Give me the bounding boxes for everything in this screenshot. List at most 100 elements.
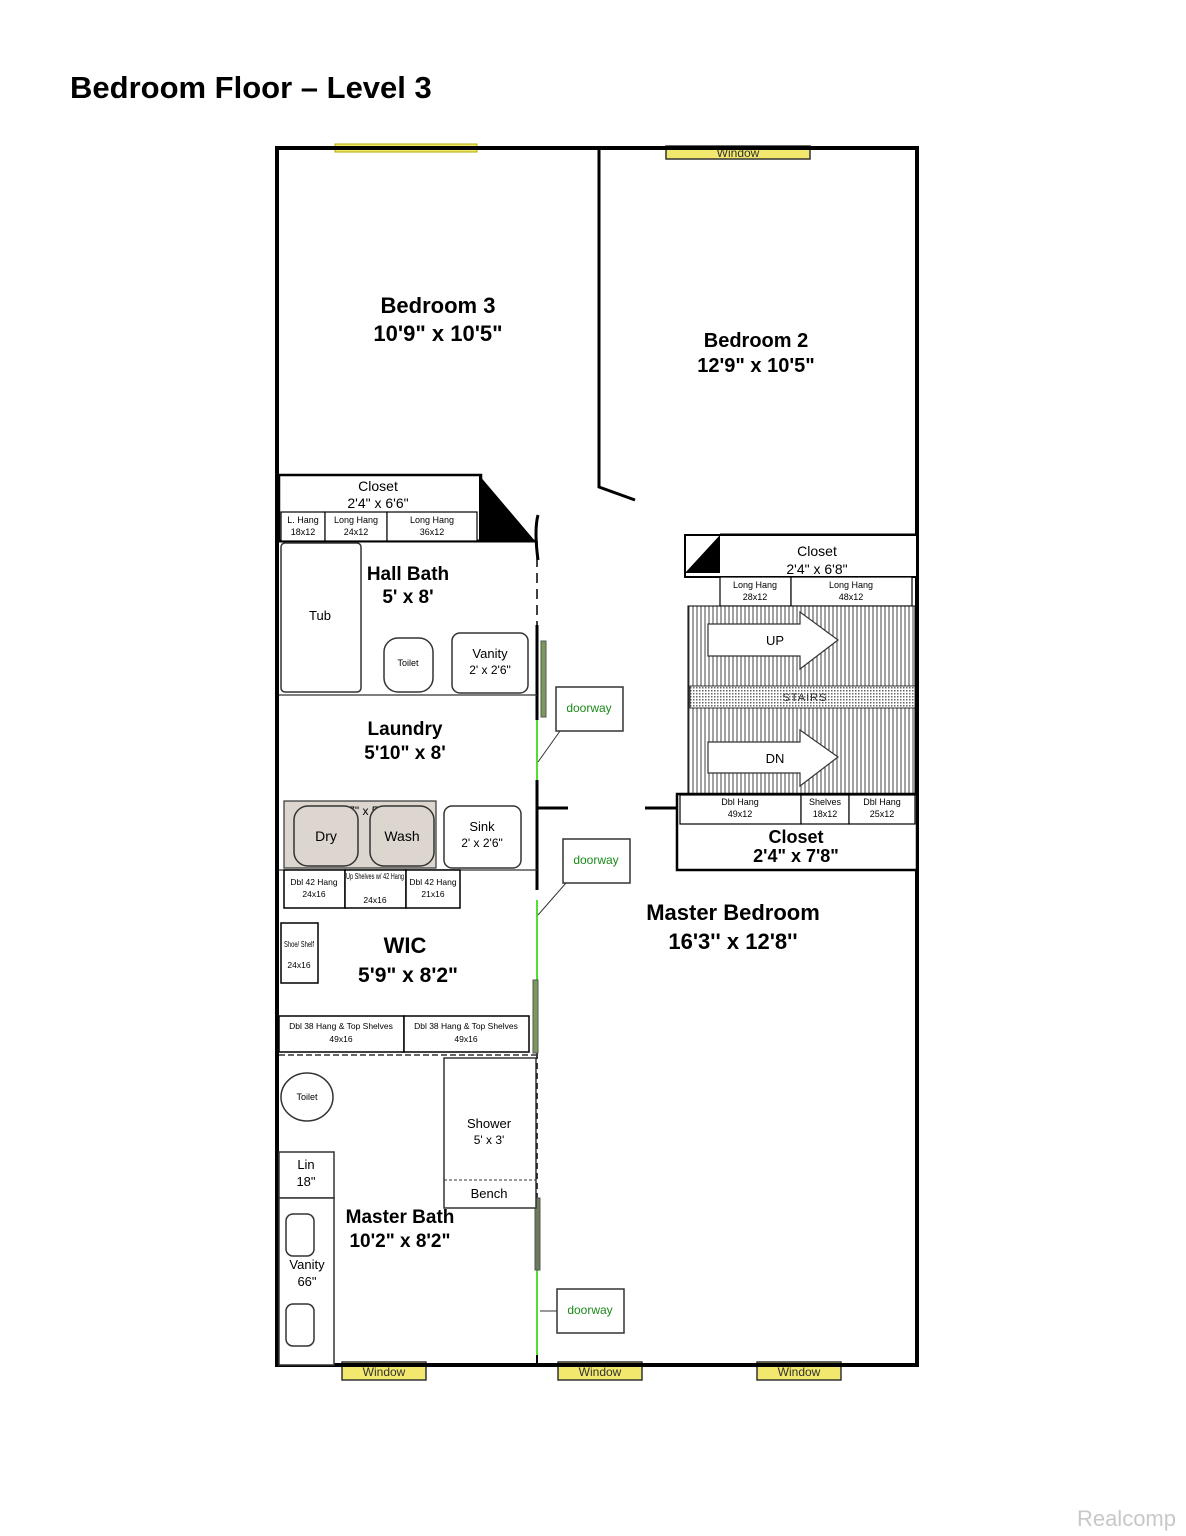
linen-size: 18"	[296, 1174, 315, 1189]
master-bath: Toilet Lin 18" Vanity 66" Shower 5' x 3'…	[278, 1057, 537, 1366]
bed2-closet-size: 2'4" x 6'8"	[786, 561, 847, 577]
hall-toilet	[383, 637, 434, 693]
dryer	[293, 805, 359, 867]
sink-name: Sink	[469, 819, 495, 834]
doorway-callout-1	[555, 686, 624, 732]
shelf-size: 25x12	[870, 809, 895, 819]
door-lines	[532, 640, 547, 1355]
shelf-size: 24x16	[363, 895, 386, 905]
page-title: Bedroom Floor – Level 3	[70, 70, 432, 105]
laundry-size: 5'10" x 8'	[364, 743, 445, 764]
tub-label: Tub	[309, 608, 331, 623]
realcomp-watermark: Realcomp	[1076, 1506, 1176, 1531]
bedroom3-name: Bedroom 3	[381, 293, 496, 318]
shelf-label: Dbl Hang	[863, 797, 901, 807]
wic-name: WIC	[384, 933, 427, 958]
shelf-size: 21x16	[421, 889, 444, 899]
hall-vanity-size: 2' x 2'6"	[469, 663, 511, 677]
hall-bath: Tub Toilet Vanity 2' x 2'6" Hall Bath 5'…	[280, 542, 529, 694]
toilet-label: Toilet	[296, 1092, 318, 1102]
hall-vanity-name: Vanity	[472, 646, 508, 661]
master-bedroom-size: 16'3'' x 12'8''	[668, 929, 797, 954]
doorway-callouts: doorway doorway doorway	[537, 686, 631, 1334]
dryer-label: Dry	[315, 828, 337, 844]
up-arrow	[707, 610, 840, 671]
stair-block: Closet 2'4" x 6'8" Long Hang 28x12 Long …	[675, 534, 919, 872]
bedroom2-name: Bedroom 2	[704, 330, 808, 352]
doorway-callout-2	[562, 838, 631, 884]
doorway-label: doorway	[566, 701, 611, 715]
shelf-label: Dbl 38 Hang & Top Shelves	[289, 1021, 393, 1031]
hall-vanity	[451, 632, 529, 694]
shelf-label: Dbl 38 Hang & Top Shelves	[414, 1021, 518, 1031]
shelf-size: 18x12	[291, 527, 316, 537]
wic-size: 5'9" x 8'2"	[358, 964, 458, 987]
shower-name: Shower	[467, 1116, 512, 1131]
corridor-walls	[535, 541, 677, 1365]
stairs-label: STAIRS	[783, 692, 828, 704]
up-label: UP	[766, 633, 784, 648]
sink	[443, 805, 522, 869]
washer-label: Wash	[384, 828, 419, 844]
master-closet-size: 2'4" x 7'8"	[753, 846, 839, 866]
shelf-label: Shoe/ Shelf	[284, 939, 314, 949]
shelf-label: Shelves	[809, 797, 842, 807]
master-toilet	[280, 1072, 334, 1122]
shelf-size: 24x12	[344, 527, 369, 537]
hall-closet-size: 2'4" x 6'6"	[347, 495, 408, 511]
bench-label: Bench	[471, 1186, 508, 1201]
master-vanity-name: Vanity	[289, 1257, 325, 1272]
toilet-label: Toilet	[397, 658, 419, 668]
shelf-label: Long Hang	[334, 515, 378, 525]
sink-size: 2' x 2'6"	[461, 836, 503, 850]
bedroom2-size: 12'9" x 10'5"	[697, 355, 814, 377]
stairs-landing	[689, 685, 916, 709]
shelf-label: Dbl Hang	[721, 797, 759, 807]
shower-size: 5' x 3'	[474, 1133, 505, 1147]
shelf-size: 24x16	[302, 889, 325, 899]
master-bath-size: 10'2" x 8'2"	[349, 1231, 450, 1252]
master-vanity-size: 66"	[297, 1274, 316, 1289]
vanity-sink-lower	[285, 1303, 315, 1347]
window-label-master-bed-2: Window	[778, 1365, 821, 1379]
hall-closet: Closet 2'4" x 6'6" L. Hang 18x12 Long Ha…	[277, 473, 540, 561]
shelf-size: 49x16	[329, 1034, 352, 1044]
doorway-label: doorway	[573, 853, 618, 867]
wic: Dbl 42 Hang 24x16 Up Shelves w/ 42 Hang …	[278, 869, 530, 1053]
window-label-master-bed-1: Window	[579, 1365, 622, 1379]
shelf-size: 18x12	[813, 809, 838, 819]
shelf-label: Long Hang	[410, 515, 454, 525]
doorway-callout-3	[556, 1288, 625, 1334]
hall-closet-name: Closet	[358, 478, 398, 494]
master-bath-name: Master Bath	[346, 1207, 455, 1228]
shelf-size: 49x16	[454, 1034, 477, 1044]
doorway-label: doorway	[567, 1303, 612, 1317]
linen-name: Lin	[297, 1157, 314, 1172]
hall-bath-size: 5' x 8'	[382, 587, 433, 608]
dn-label: DN	[766, 751, 785, 766]
shelf-size: 36x12	[420, 527, 445, 537]
tub	[280, 542, 362, 693]
shelf-label: Dbl 42 Hang	[290, 877, 338, 887]
shelf-label: Dbl 42 Hang	[409, 877, 457, 887]
window-label-master-bath: Window	[363, 1365, 406, 1379]
washer	[369, 805, 435, 867]
laundry: Laundry 5'10" x 8' 2'7" x 5' Dry Wash Si…	[283, 719, 522, 869]
shelf-label: Long Hang	[829, 580, 873, 590]
bedroom3-size: 10'9" x 10'5"	[373, 321, 502, 346]
shelf-label: L. Hang	[287, 515, 319, 525]
master-bedroom-name: Master Bedroom	[646, 900, 820, 925]
shelf-size: 48x12	[839, 592, 864, 602]
laundry-name: Laundry	[368, 719, 443, 740]
shelf-size: 28x12	[743, 592, 768, 602]
dn-arrow	[707, 728, 840, 788]
vanity-sink-upper	[285, 1213, 315, 1257]
exterior-wall	[275, 146, 919, 1367]
hall-bath-name: Hall Bath	[367, 564, 449, 585]
shelf-size: 24x16	[287, 960, 310, 970]
shower	[443, 1057, 537, 1209]
bed2-closet-name: Closet	[797, 543, 837, 559]
shelf-label: Up Shelves w/ 42 Hang	[346, 872, 404, 881]
master-closet-name: Closet	[768, 827, 823, 847]
